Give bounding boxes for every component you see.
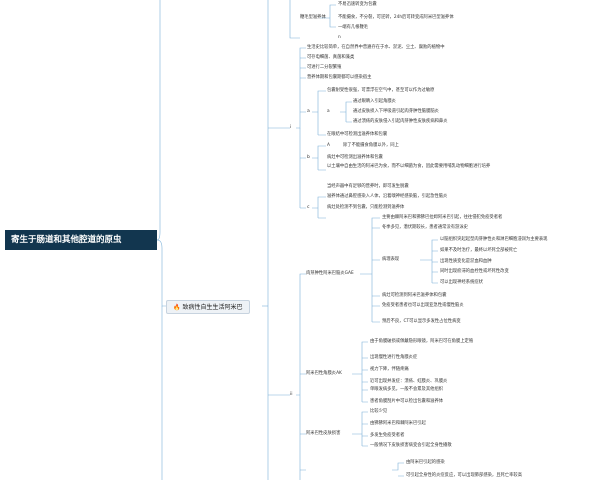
s1-c-item[interactable]: 病灶处检测不到包囊，只能检测到滋养体	[327, 205, 405, 210]
s2-more-item[interactable]: 可引起全身性的炎症反应，可以出现肺部感染，且死亡率较高	[406, 473, 523, 478]
root-node[interactable]: 寄生于肠道和其他腔道的原虫	[5, 230, 157, 250]
s1-c-label[interactable]: c	[307, 205, 310, 210]
s2-aac-item[interactable]: 患者角膜刮片中可以检出包囊和滋养体	[370, 399, 444, 404]
top-node-5[interactable]: n	[338, 35, 341, 40]
s1-item[interactable]: 可存电细菌、真菌和藻类	[307, 55, 355, 60]
s2-pam-item[interactable]: 主要由棘阿米巴和狒狒巴拉姆阿米巴引起，往往侵犯免疫受者者	[382, 215, 503, 220]
top-node-2[interactable]: 鞭毛型滋养体	[300, 15, 326, 20]
s2-pam-item[interactable]: 冬季多见，潜伏期较长，患者通常没有游泳史	[382, 225, 468, 230]
s1-a-sub[interactable]: 通过溃疡的皮肤侵入引起肉芽肿性皮肤疾病和鼻炎	[353, 119, 448, 124]
top-node-1[interactable]: 不易迅速转变为包囊	[338, 2, 377, 7]
branch-label: 致病性自生生活阿米巴	[182, 304, 243, 311]
s1-c-item[interactable]: 当经声器中有足够的营养时，即可发生脱囊	[327, 184, 409, 189]
flame-icon: 🔥	[173, 304, 181, 311]
s2-aac-item[interactable]: 视力下降，伴随疼痛	[370, 367, 409, 372]
s1-item[interactable]: 可进行二分裂繁殖	[307, 65, 342, 70]
s1-item[interactable]: 生活史比较简单，在自然界中普遍存在于水、淤泥、尘土、腐败的植物中	[307, 45, 445, 50]
s2-aac-item[interactable]: 单眼发病多见，一般不会累及其他组织	[370, 387, 444, 392]
s2-pam-rest[interactable]: 病灶可检测到阿米巴滋养体和包囊	[382, 293, 447, 298]
s1-a-label[interactable]: a	[307, 109, 310, 114]
s2-more-item[interactable]: 由阿米巴引起的感染	[406, 460, 445, 465]
s2-aac-label[interactable]: 阿米巴性角膜炎AK	[306, 371, 342, 376]
s2-pam-path[interactable]: 可以出现神经系统症状	[440, 280, 483, 285]
s2-skin-label[interactable]: 阿米巴性皮肤损害	[306, 431, 341, 436]
connector-root-up	[156, 0, 161, 241]
s1-label[interactable]: i	[290, 125, 292, 130]
s2-pam-path[interactable]: 出现性质变化是淤血和血肿	[440, 259, 492, 264]
s1-a-sub[interactable]: 通过眼睛入引起角膜炎	[353, 99, 396, 104]
s1-c-item[interactable]: 滋养体通过鼻腔感染入人体，沿着嗅神经感染脑，引起急性脑炎	[327, 194, 448, 199]
top-node-3[interactable]: 不能摄食，不分裂，可逆转，24h后可转变成阿米巴型滋养体	[338, 15, 454, 20]
s2-pam-label[interactable]: 肉芽肿性阿米巴脑炎GAE	[306, 271, 354, 276]
s1-a-sub[interactable]: 通过皮肤损入下呼吸道引起肉芽肿性脑膜脑炎	[353, 109, 439, 114]
s2-pam-path[interactable]: 同时出现瘀滞的血栓性或坏死性改变	[440, 269, 509, 274]
branch-node[interactable]: 🔥致病性自生生活阿米巴	[166, 300, 250, 314]
s2-pam-rest[interactable]: 预后不良，CT可以显示多发性占位性病变	[382, 319, 461, 324]
s2-pam-path-label[interactable]: 病理表现	[382, 257, 400, 262]
s1-b-item[interactable]: 病灶中可检测出滋养体和包囊	[327, 155, 383, 160]
s1-a-mid[interactable]: a	[327, 109, 330, 114]
s2-skin-item[interactable]: 一般情况下皮肤损害病变会引起全身性播散	[370, 443, 452, 448]
s1-a-last[interactable]: 在眼结中可检测出滋养体和包囊	[327, 132, 388, 137]
s1-a-first[interactable]: 包囊耐受性很强，可漂浮在空气中，甚至可以作为过敏原	[327, 88, 435, 93]
s1-b-label[interactable]: b	[307, 155, 310, 160]
s2-aac-item[interactable]: 出现慢性进行性角膜炎症	[370, 355, 418, 360]
s2-skin-item[interactable]: 比较少见	[370, 409, 388, 414]
top-node-4[interactable]: 一端有几根鞭毛	[338, 25, 369, 30]
s2-pam-path[interactable]: 如果不及时治疗，最终以坏死全部被死亡	[440, 248, 518, 253]
s2-aac-item[interactable]: 由于角膜破损或佩戴隐形眼镜，阿米巴可在角膜上定殖	[370, 339, 474, 344]
s2-label[interactable]: ii	[290, 392, 293, 397]
s2-aac-item[interactable]: 近可出现并发症：溃疡、虹膜炎、巩膜炎	[370, 379, 448, 384]
s1-item[interactable]: 营养体期和包囊期都可以感染宿主	[307, 75, 372, 80]
s1-b-item[interactable]: 以土壤中自由生活的阿米巴为食，而不以细菌为食，因此需要用哺乳动物细胞进行培养	[327, 164, 491, 169]
s2-pam-path[interactable]: 以脑组织突起起型肉芽肿性炎和淋巴细胞浸润为主要表现	[440, 237, 548, 242]
connector-root-branch	[156, 239, 166, 307]
s2-pam-rest[interactable]: 免疫受者患者也可以出现亚急性或慢性脑炎	[382, 303, 464, 308]
s1-b-a-text[interactable]: 除了不能摄食角膜以外，同上	[343, 143, 399, 148]
s2-skin-item[interactable]: 多发生免疫受者者	[370, 433, 405, 438]
s2-skin-item[interactable]: 由狒狒阿米巴和棘阿米巴引起	[370, 421, 426, 426]
s1-b-a[interactable]: A	[327, 143, 330, 148]
